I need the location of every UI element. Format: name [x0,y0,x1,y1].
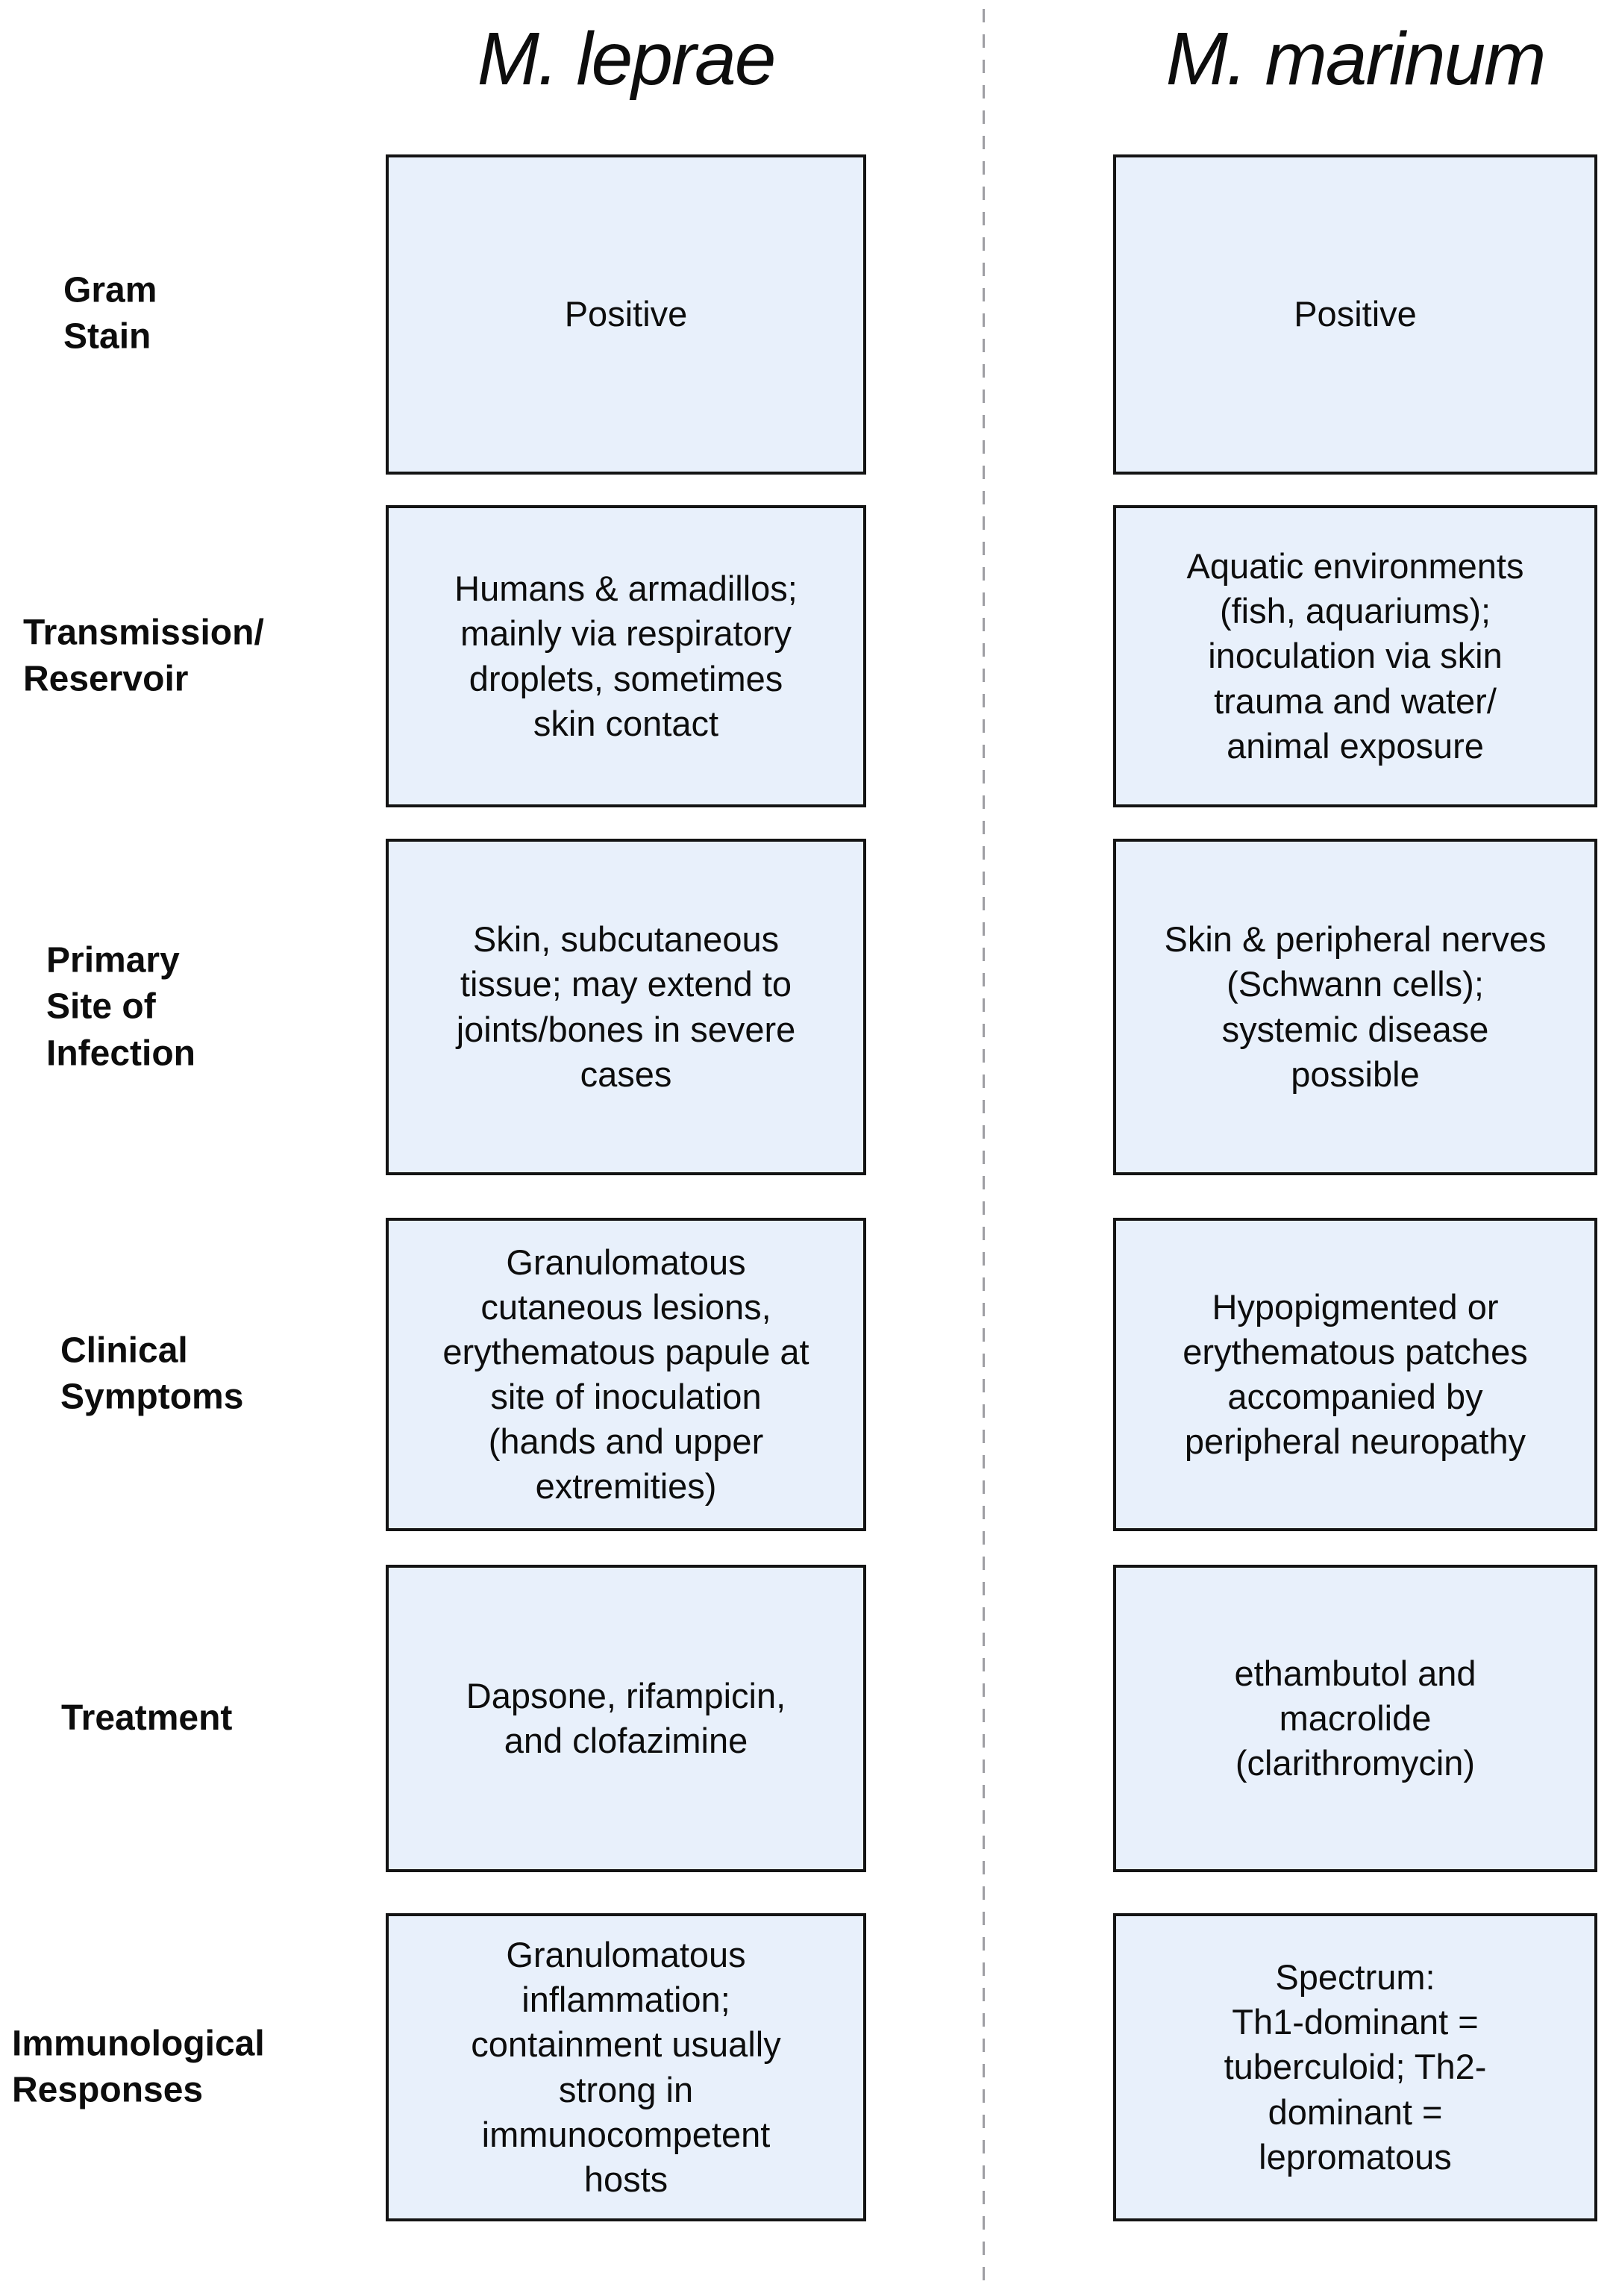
cell-marinum-treatment: ethambutol and macrolide (clarithromycin… [1113,1565,1597,1872]
cell-leprae-treatment: Dapsone, rifampicin, and clofazimine [386,1565,866,1872]
column-header-m-marinum: M. marinum [1165,16,1547,101]
cell-leprae-gram-stain: Positive [386,154,866,475]
cell-marinum-immunological-responses: Spectrum: Th1-dominant = tuberculoid; Th… [1113,1913,1597,2221]
cell-marinum-gram-stain: Positive [1113,154,1597,475]
row-label-clinical-symptoms: Clinical Symptoms [60,1330,244,1417]
row-label-treatment: Treatment [61,1698,233,1738]
cell-leprae-primary-site-of-infection: Skin, subcutaneous tissue; may extend to… [386,839,866,1175]
cell-marinum-clinical-symptoms: Hypopigmented or erythematous patches ac… [1113,1218,1597,1531]
cell-leprae-immunological-responses: Granulomatous inflammation; containment … [386,1913,866,2221]
column-header-m-leprae: M. leprae [477,16,777,101]
cell-marinum-primary-site-of-infection: Skin & peripheral nerves (Schwann cells)… [1113,839,1597,1175]
cell-leprae-transmission-reservoir: Humans & armadillos; mainly via respirat… [386,505,866,807]
row-label-primary-site-of-infection: Primary Site of Infection [46,940,195,1074]
cell-leprae-clinical-symptoms: Granulomatous cutaneous lesions, erythem… [386,1218,866,1531]
row-label-immunological-responses: Immunological Responses [12,2024,265,2110]
column-divider-dashed-line [983,9,985,2285]
row-label-transmission-reservoir: Transmission/ Reservoir [23,613,264,699]
cell-marinum-transmission-reservoir: Aquatic environments (fish, aquariums); … [1113,505,1597,807]
row-label-gram-stain: Gram Stain [63,270,157,357]
